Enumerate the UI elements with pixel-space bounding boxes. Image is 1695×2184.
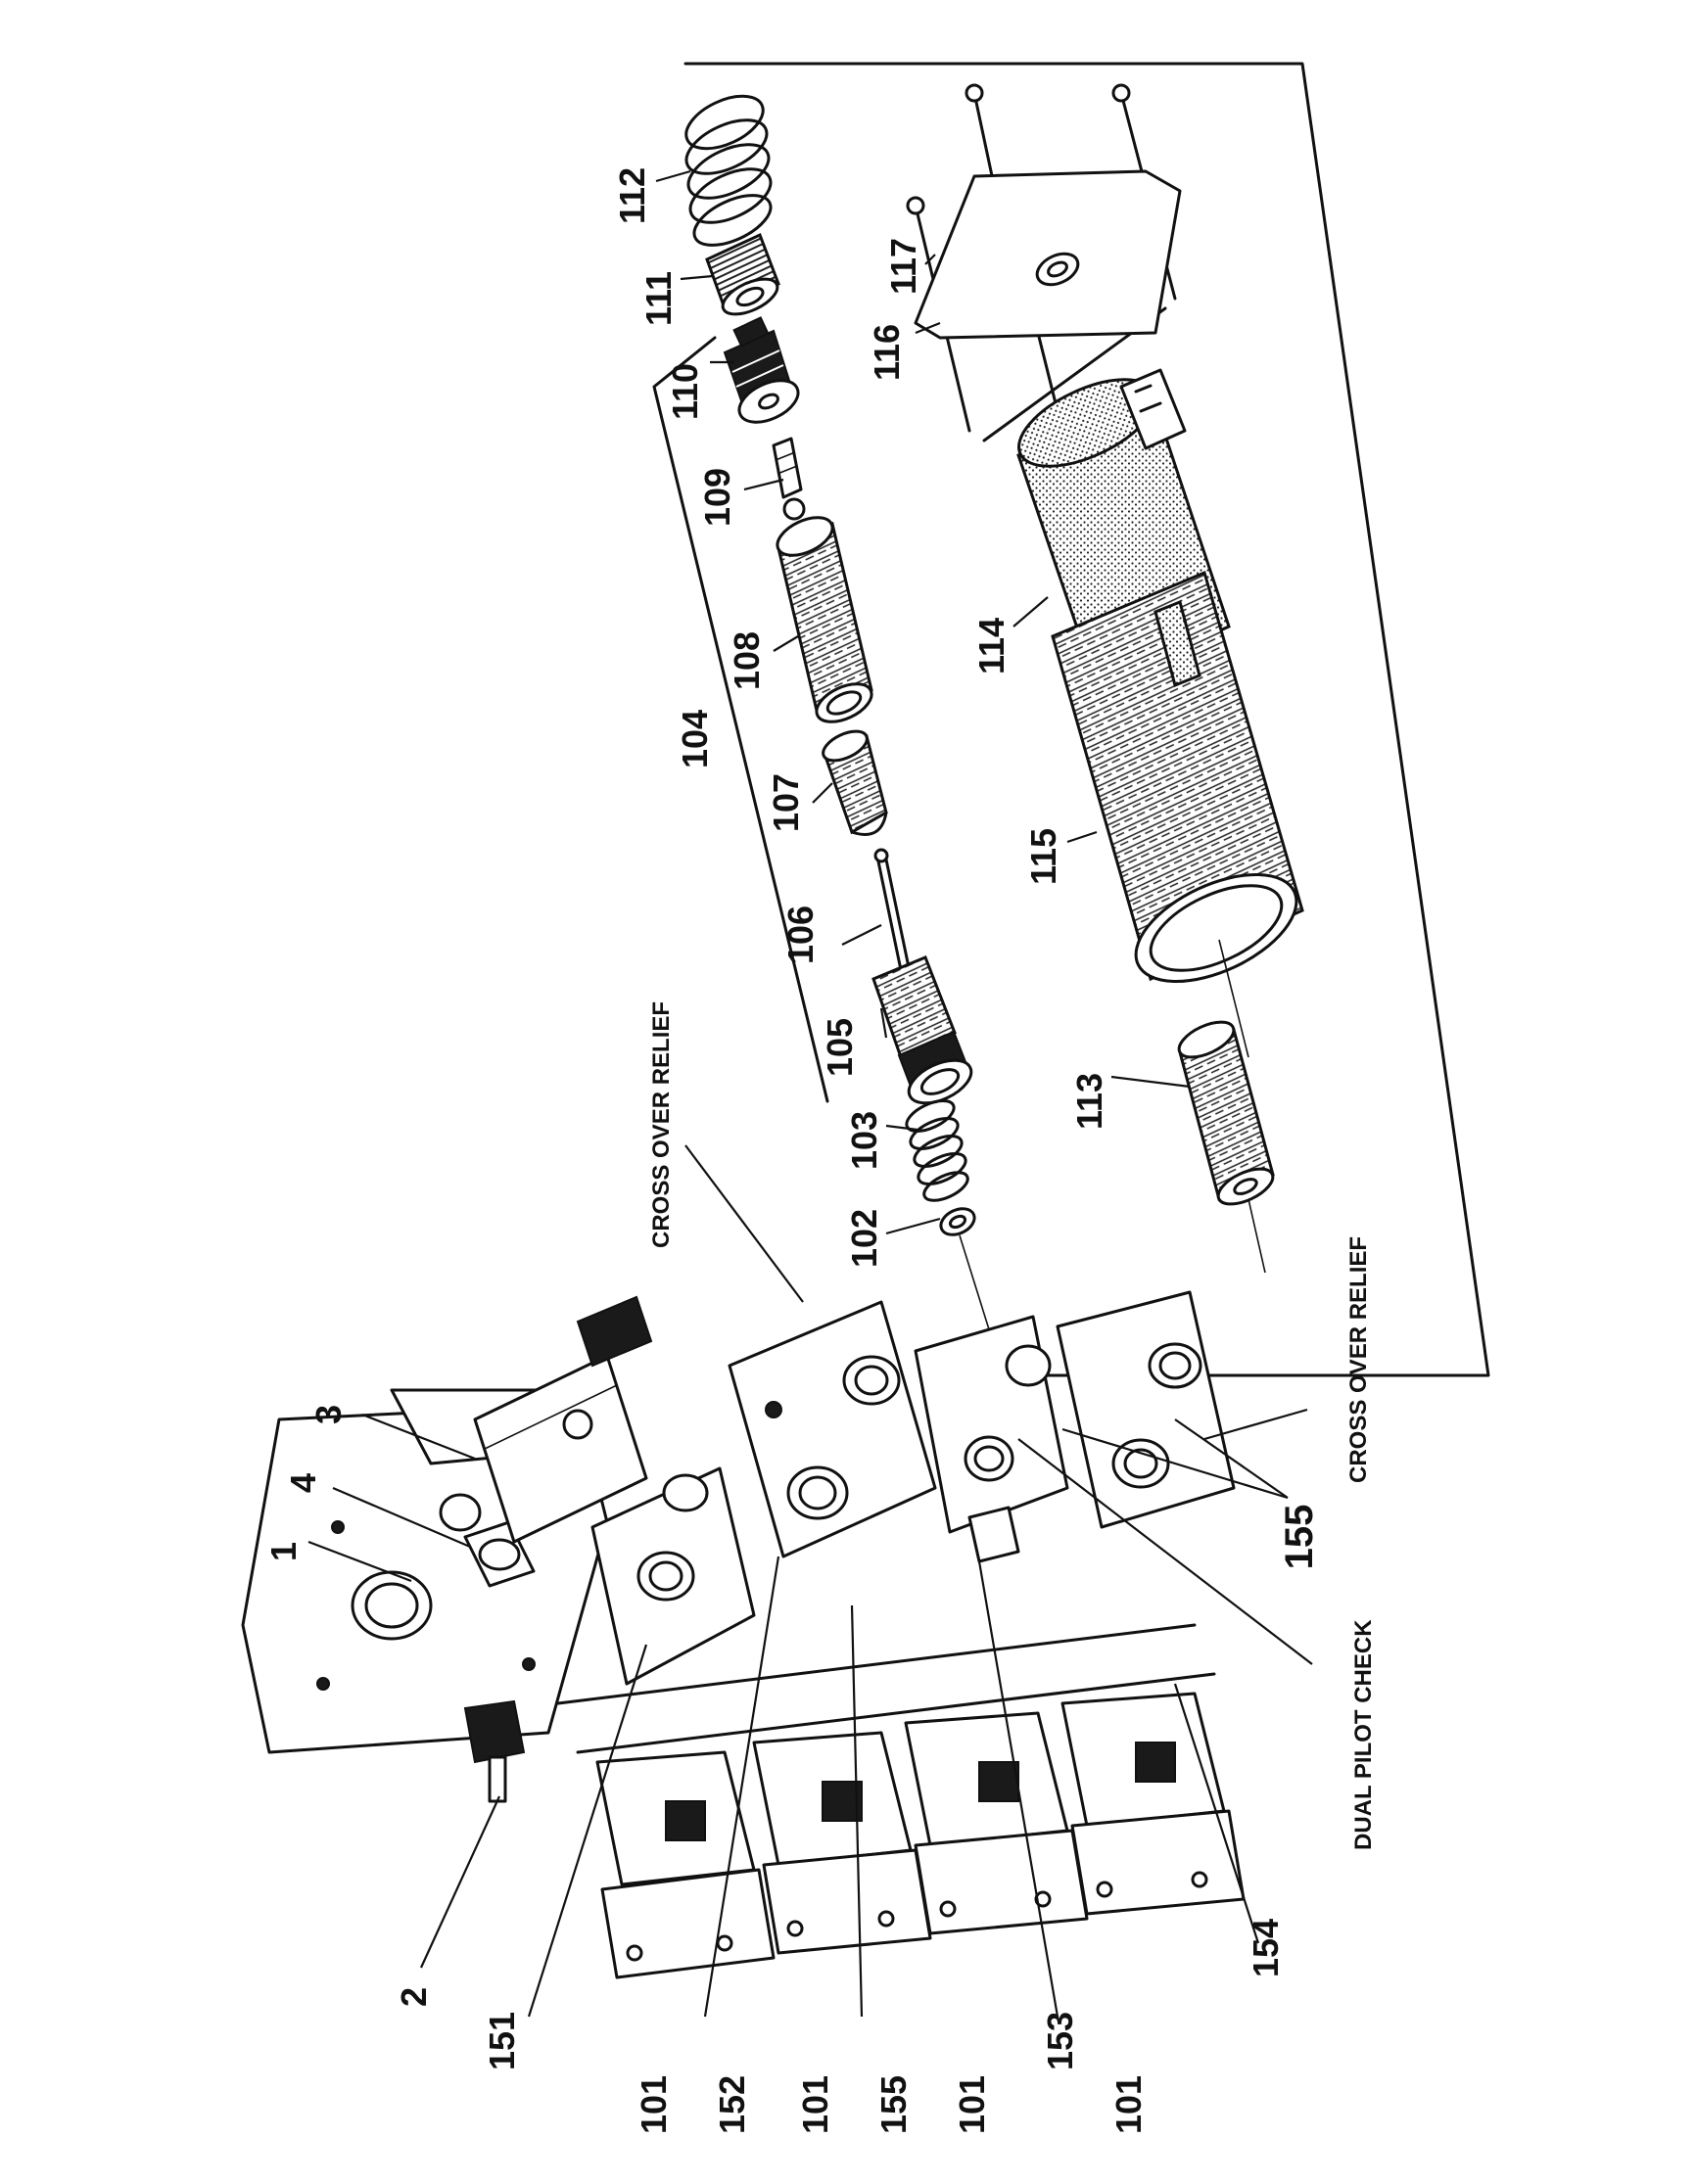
solenoid-tube-115 xyxy=(1051,570,1304,1058)
part-labels: 1 2 3 4 101 101 101 101 102 103 104 105 … xyxy=(263,167,1377,2134)
block-154 xyxy=(1056,1290,1236,1529)
label-part-104: 104 xyxy=(675,710,715,768)
label-part-109: 109 xyxy=(697,468,737,527)
block-153 xyxy=(914,1315,1069,1534)
poppet-107 xyxy=(822,729,888,836)
label-part-107: 107 xyxy=(766,773,806,832)
end-plate-116 xyxy=(914,169,1182,340)
label-part-105: 105 xyxy=(820,1018,860,1077)
label-part-114: 114 xyxy=(971,618,1012,674)
sleeve-108 xyxy=(776,516,873,723)
label-part-2: 2 xyxy=(394,1987,434,2007)
spring-112 xyxy=(684,94,773,247)
label-part-106: 106 xyxy=(780,906,821,964)
plug-fitting-2 xyxy=(463,1699,526,1803)
callout-dual-pilot-check: DUAL PILOT CHECK xyxy=(1350,1619,1377,1850)
pin-109 xyxy=(772,437,806,521)
label-part-101: 101 xyxy=(1108,2075,1149,2134)
label-part-110: 110 xyxy=(665,363,705,420)
label-part-117: 117 xyxy=(883,238,923,295)
label-part-108: 108 xyxy=(727,631,767,690)
label-part-101: 101 xyxy=(795,2075,835,2134)
label-part-155: 155 xyxy=(1278,1505,1321,1570)
spring-103 xyxy=(905,1099,969,1202)
label-part-153: 153 xyxy=(1040,2012,1080,2070)
plunger-113 xyxy=(1177,1020,1275,1274)
label-part-101: 101 xyxy=(952,2075,992,2134)
knurled-nut-111 xyxy=(705,232,780,316)
label-part-103: 103 xyxy=(844,1111,884,1170)
solenoid-valve-3 xyxy=(473,1295,653,1544)
leader-lines xyxy=(307,169,1313,2018)
label-part-152: 152 xyxy=(712,2075,752,2134)
label-part-112: 112 xyxy=(612,167,652,224)
valve-stack xyxy=(556,1290,1246,1979)
label-part-101: 101 xyxy=(634,2075,674,2134)
label-part-155: 155 xyxy=(873,2075,914,2134)
label-part-4: 4 xyxy=(283,1473,323,1493)
cartridge-kit-panel xyxy=(683,62,1490,1377)
label-part-113: 113 xyxy=(1069,1073,1109,1130)
label-part-1: 1 xyxy=(263,1542,304,1561)
label-part-116: 116 xyxy=(867,324,907,381)
block-152 xyxy=(728,1300,937,1558)
callout-cross-over-relief-bottom: CROSS OVER RELIEF xyxy=(1345,1236,1372,1483)
label-part-151: 151 xyxy=(482,2012,522,2070)
label-part-111: 111 xyxy=(638,271,679,326)
cartridge-104-bracket xyxy=(652,336,829,1103)
label-part-115: 115 xyxy=(1023,828,1063,885)
cartridge-body-105 xyxy=(871,955,973,1105)
label-part-3: 3 xyxy=(308,1405,349,1424)
label-part-154: 154 xyxy=(1246,1919,1286,1977)
callout-cross-over-relief-top: CROSS OVER RELIEF xyxy=(648,1001,675,1248)
label-part-102: 102 xyxy=(844,1209,884,1268)
valve-seat-110 xyxy=(723,316,800,424)
